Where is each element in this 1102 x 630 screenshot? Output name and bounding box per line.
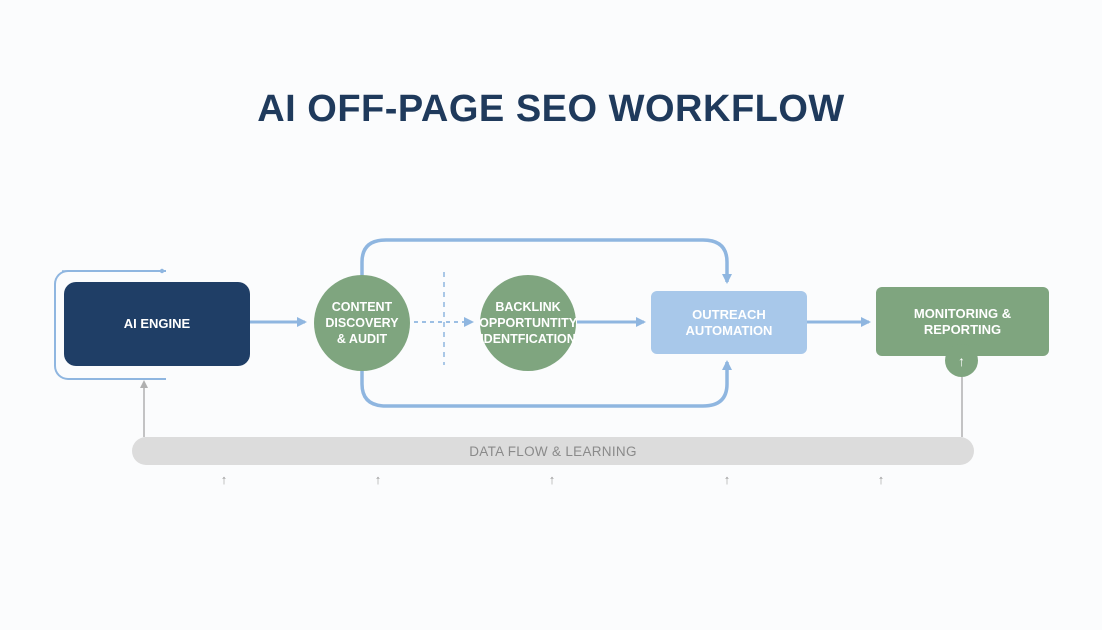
arrow-up-icon: ↑ — [877, 472, 885, 487]
data-flow-label: DATA FLOW & LEARNING — [469, 443, 637, 459]
arrow-up-badge-icon: ↑ — [945, 344, 978, 377]
loop-bottom-arrow — [360, 360, 732, 408]
backlink-identification-node[interactable]: BACKLINK OPPORTUNTITY IDENTFICATION — [479, 275, 577, 371]
arrow-up-icon: ↑ — [548, 472, 556, 487]
arrow-up-icon: ↑ — [374, 472, 382, 487]
outreach-automation-node[interactable]: OUTREACH AUTOMATION — [651, 291, 807, 354]
arrow-up-icon: ↑ — [220, 472, 228, 487]
data-flow-bar: DATA FLOW & LEARNING — [132, 437, 974, 465]
diagram-title: AI OFF-PAGE SEO WORKFLOW — [257, 88, 845, 130]
engine-frame — [54, 270, 166, 380]
loop-top-arrow — [360, 238, 732, 285]
arrow-up-icon: ↑ — [723, 472, 731, 487]
content-discovery-node[interactable]: CONTENT DISCOVERY & AUDIT — [314, 275, 410, 371]
ai-engine-node[interactable]: AI ENGINE — [64, 282, 250, 366]
